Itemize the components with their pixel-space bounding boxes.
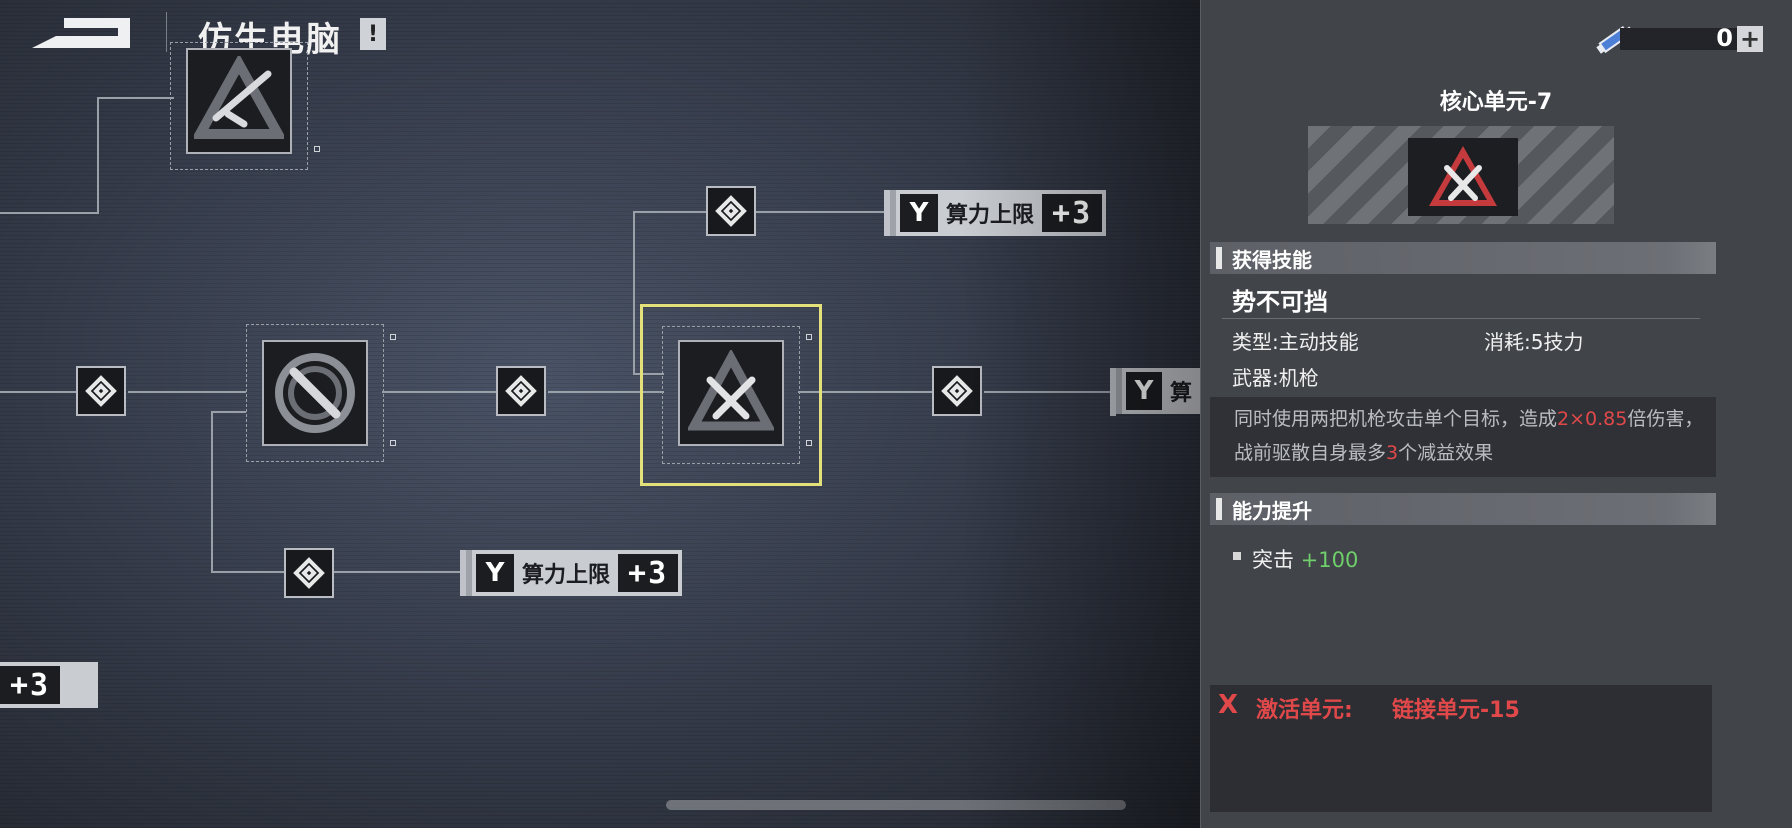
bonus-tag-compute-limit[interactable]: Y 算力上限 +3 [466, 550, 683, 596]
currency-counter: 0 + [1594, 22, 1769, 54]
compute-icon: Y [900, 194, 938, 232]
desc-text: 同时使用两把机枪攻击单个目标，造成 [1234, 408, 1558, 430]
activation-requirement[interactable]: 链接单元-15 [1392, 698, 1520, 723]
alert-badge[interactable]: ! [360, 18, 386, 50]
crossed-guns-icon [688, 350, 774, 431]
skill-node-slash[interactable] [262, 340, 368, 446]
rifle-icon [194, 56, 284, 139]
compute-icon: Y [476, 554, 514, 592]
stat-value: +100 [1300, 548, 1359, 572]
bonus-tag-compute-limit-partial[interactable]: Y 算 [1116, 368, 1200, 414]
bonus-label: 算力上限 [946, 203, 1035, 228]
header-divider [166, 12, 167, 52]
skill-node-core-7[interactable] [678, 340, 784, 446]
stat-row: 突击 +100 [1252, 544, 1358, 574]
activation-box [1210, 685, 1712, 812]
link-icon [715, 195, 747, 227]
section-header-ability: 能力提升 [1210, 493, 1716, 525]
skill-node-frame-slash [246, 324, 384, 462]
currency-bar [1620, 28, 1742, 50]
unit-icon-frame [1408, 138, 1518, 216]
desc-text: 倍伤害，战前驱散自身最多 [1234, 408, 1704, 464]
horizontal-scrollbar[interactable] [666, 800, 1126, 810]
add-currency-button[interactable]: + [1737, 26, 1763, 52]
bonus-tag-partial-left[interactable]: +3 [0, 662, 98, 708]
corner-marker [314, 146, 320, 152]
skill-node-frame-weapon [170, 42, 308, 170]
link-node[interactable] [932, 366, 982, 416]
close-x-icon: X [1218, 690, 1239, 720]
description-box [1210, 397, 1716, 477]
skill-description: 同时使用两把机枪攻击单个目标，造成2×0.85倍伤害，战前驱散自身最多3个减益效… [1234, 402, 1714, 470]
desc-text: 个减益效果 [1398, 442, 1494, 464]
corner-marker [390, 334, 396, 340]
skill-cost: 消耗:5技力 [1484, 330, 1584, 354]
link-icon [85, 375, 117, 407]
back-button[interactable] [26, 14, 136, 52]
bonus-tag-compute-limit[interactable]: Y 算力上限 +3 [890, 190, 1107, 236]
bonus-value: +3 [1042, 194, 1103, 232]
skill-tree-area: 仿生电脑 ! [0, 0, 1200, 828]
divider [1222, 318, 1700, 319]
bonus-value: +3 [0, 666, 61, 704]
crossed-guns-red-icon [1429, 146, 1497, 206]
stat-name: 突击 [1252, 548, 1294, 572]
link-node[interactable] [496, 366, 546, 416]
link-icon [293, 557, 325, 589]
bonus-label: 算力上限 [522, 563, 611, 588]
link-icon [941, 375, 973, 407]
skill-weapon: 武器:机枪 [1232, 366, 1319, 390]
stat-bullet [1233, 552, 1241, 560]
skill-node-frame-selected [662, 326, 800, 464]
link-node[interactable] [284, 548, 334, 598]
bonus-value: +3 [618, 554, 679, 592]
link-icon [505, 375, 537, 407]
slash-ring-icon [275, 353, 355, 433]
compute-icon: Y [1126, 372, 1162, 410]
corner-marker [390, 440, 396, 446]
currency-value: 0 [1716, 24, 1733, 52]
desc-highlight: 3 [1386, 442, 1399, 464]
skill-name: 势不可挡 [1232, 288, 1328, 316]
corner-marker [806, 440, 812, 446]
section-header-skill: 获得技能 [1210, 242, 1716, 274]
link-node[interactable] [706, 186, 756, 236]
unit-name: 核心单元-7 [1439, 90, 1553, 115]
bonus-label-partial: 算 [1169, 381, 1192, 406]
desc-highlight: 2×0.85 [1557, 408, 1628, 430]
selected-highlight [640, 304, 822, 486]
corner-marker [806, 334, 812, 340]
link-node[interactable] [76, 366, 126, 416]
skill-node-weapon[interactable] [186, 48, 292, 154]
skill-type: 类型:主动技能 [1232, 330, 1359, 354]
activation-label: 激活单元: [1256, 698, 1353, 723]
